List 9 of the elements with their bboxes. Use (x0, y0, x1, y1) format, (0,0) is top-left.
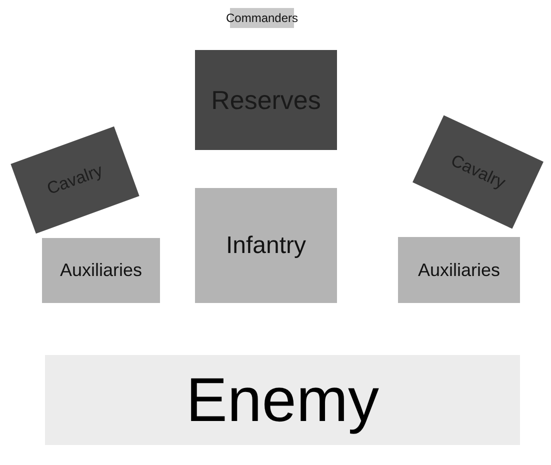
unit-box (398, 237, 520, 303)
unit-label: Infantry (226, 232, 306, 260)
unit-label: Enemy (186, 364, 379, 436)
reserves-box (195, 50, 337, 150)
unit-label: Auxiliaries (60, 260, 142, 281)
unit-label: Commanders (226, 11, 298, 25)
unit-box (42, 238, 160, 303)
unit-box (195, 188, 337, 303)
unit-label: Auxiliaries (418, 260, 500, 280)
